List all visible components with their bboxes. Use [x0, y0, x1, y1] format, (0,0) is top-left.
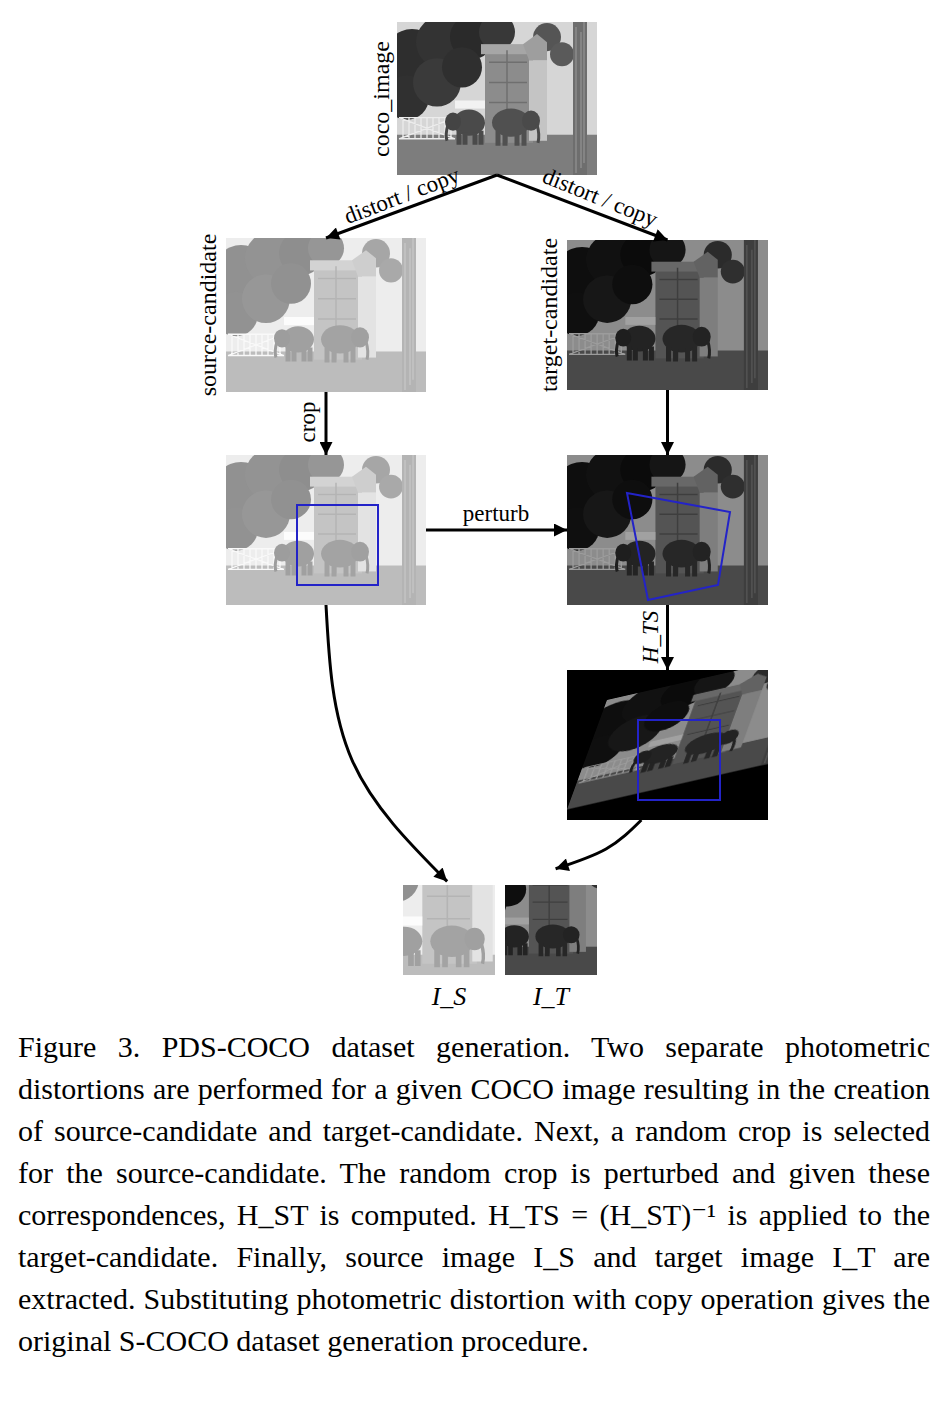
image-node [567, 670, 768, 820]
connector-group [326, 175, 668, 881]
flow-arrow [325, 392, 328, 455]
patch-label: I_S [432, 983, 467, 1011]
image-node: coco_image [397, 22, 597, 175]
warped-panel [553, 644, 829, 820]
warped-photo-transform [567, 670, 768, 813]
warped-photo [567, 670, 768, 813]
crop-box [297, 505, 378, 585]
coco-photo [384, 14, 597, 175]
dark-photo [554, 232, 768, 390]
image-label: source-candidate [195, 234, 221, 397]
patch-node: I_S [403, 885, 495, 975]
patch-label: I_T [533, 983, 569, 1011]
flow-arrow [666, 390, 669, 455]
target-patch [436, 844, 632, 981]
dark-photo [554, 447, 768, 605]
flow-arrow [326, 605, 447, 881]
image-node [226, 455, 426, 605]
flow-arrow [556, 820, 642, 869]
perturbed-quad [627, 493, 730, 600]
image-node: target-candidate [567, 240, 768, 390]
bright-photo [213, 447, 426, 605]
image-node: source-candidate [226, 238, 426, 392]
flow-arrow [666, 605, 669, 670]
warped-photo-group [567, 670, 768, 813]
edge-label: H_TS [639, 611, 663, 663]
figure-caption: Figure 3. PDS-COCO dataset generation. T… [18, 1026, 930, 1362]
image-label: coco_image [368, 41, 394, 157]
bright-photo [213, 230, 426, 392]
image-label: target-candidate [536, 238, 562, 392]
patch-node: I_T [505, 885, 597, 975]
target-patch-photo [436, 844, 632, 981]
edge-label: perturb [463, 502, 529, 526]
image-node [567, 455, 768, 605]
crop-box [638, 720, 720, 800]
edge-label: crop [296, 402, 320, 443]
edge-label: distort / copy [539, 164, 661, 232]
flow-arrow [426, 529, 567, 532]
